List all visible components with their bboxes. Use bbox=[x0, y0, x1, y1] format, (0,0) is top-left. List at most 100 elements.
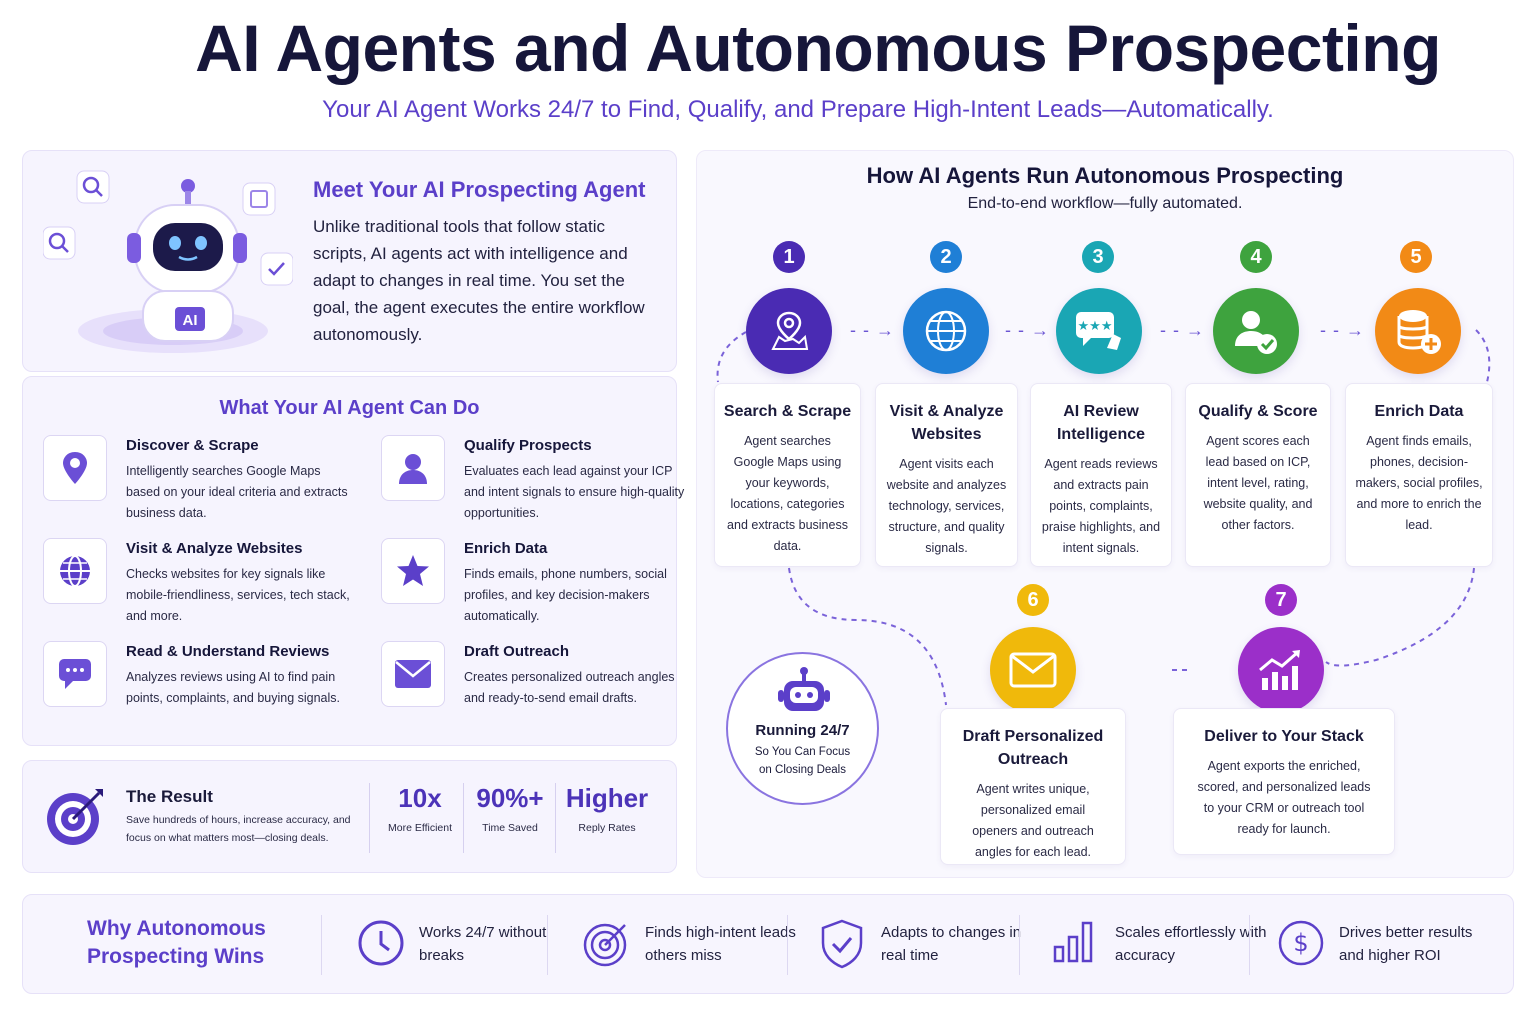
step-desc: Agent finds emails, phones, decision-mak… bbox=[1355, 434, 1483, 532]
why-item-text: Adapts to changes in real time bbox=[881, 924, 1022, 964]
divider bbox=[787, 915, 788, 975]
why-item-high-intent: Finds high-intent leads others miss bbox=[583, 917, 796, 973]
map-pin-icon bbox=[746, 288, 832, 374]
divider bbox=[369, 783, 370, 853]
feature-qualify: Qualify Prospects Evaluates each lead ag… bbox=[381, 435, 684, 525]
step-title: AI Review Intelligence bbox=[1056, 403, 1146, 443]
step-number: 4 bbox=[1240, 241, 1272, 273]
workflow-title: How AI Agents Run Autonomous Prospecting bbox=[866, 163, 1344, 188]
page-title: AI Agents and Autonomous Prospecting bbox=[195, 11, 1441, 85]
feature-title: Draft Outreach bbox=[464, 643, 570, 660]
step-title: Visit & Analyze Websites bbox=[889, 403, 1004, 443]
capabilities-title: What Your AI Agent Can Do bbox=[219, 397, 480, 419]
why-item-text: Drives better results and higher ROI bbox=[1339, 924, 1473, 964]
running-badge: Running 24/7 So You Can Focus on Closing… bbox=[726, 652, 879, 805]
feature-title: Enrich Data bbox=[464, 540, 548, 557]
dollar-icon: $ bbox=[1277, 919, 1325, 972]
step-desc: Agent visits each website and analyzes t… bbox=[886, 457, 1007, 555]
step-card-2: Visit & Analyze Websites Agent visits ea… bbox=[875, 383, 1018, 567]
step-card-4: Qualify & Score Agent scores each lead b… bbox=[1185, 383, 1331, 567]
feature-desc: Evaluates each lead against your ICP and… bbox=[464, 464, 685, 520]
clock-icon bbox=[357, 919, 405, 972]
step-number: 7 bbox=[1265, 584, 1297, 616]
meet-body: Unlike traditional tools that follow sta… bbox=[313, 217, 645, 344]
step-desc: Agent writes unique, personalized email … bbox=[972, 782, 1094, 859]
svg-text:$: $ bbox=[1293, 929, 1308, 957]
stat-label: More Efficient bbox=[388, 822, 452, 834]
flow-arrow: - - → bbox=[850, 320, 895, 340]
step-title: Draft Personalized Outreach bbox=[962, 728, 1104, 768]
target-icon bbox=[583, 919, 631, 972]
feature-desc: Intelligently searches Google Maps based… bbox=[126, 464, 348, 520]
robot-icon bbox=[778, 667, 830, 711]
stat-label: Reply Rates bbox=[578, 822, 636, 834]
step-card-5: Enrich Data Agent finds emails, phones, … bbox=[1345, 383, 1493, 567]
svg-text:★★★: ★★★ bbox=[1078, 319, 1113, 334]
feature-visit: Visit & Analyze Websites Checks websites… bbox=[43, 538, 350, 628]
step-desc: Agent reads reviews and extracts pain po… bbox=[1041, 457, 1161, 555]
why-title: Why Autonomous Prospecting Wins bbox=[87, 917, 266, 968]
why-item-scales: Scales effortlessly with accuracy bbox=[1053, 917, 1266, 973]
divider bbox=[463, 783, 464, 853]
step-number: 2 bbox=[930, 241, 962, 273]
why-item-roi: $ Drives better results and higher ROI bbox=[1277, 917, 1497, 973]
feature-outreach: Draft Outreach Creates personalized outr… bbox=[381, 641, 681, 731]
step-title: Enrich Data bbox=[1374, 403, 1464, 420]
step-number: 1 bbox=[773, 241, 805, 273]
globe-icon bbox=[43, 538, 107, 604]
robot-illustration: AI bbox=[42, 161, 294, 361]
workflow-connectors bbox=[716, 329, 1491, 706]
page-subtitle: Your AI Agent Works 24/7 to Find, Qualif… bbox=[322, 96, 1274, 123]
flow-arrow: - - → bbox=[1320, 320, 1365, 340]
meet-agent-card: AI Meet Your AI Prospecting Agent Unlike… bbox=[22, 150, 677, 372]
step-number: 5 bbox=[1400, 241, 1432, 273]
target-icon bbox=[45, 785, 107, 852]
growth-chart-icon bbox=[1238, 627, 1324, 713]
globe-icon bbox=[903, 288, 989, 374]
running-desc: So You Can Focus on Closing Deals bbox=[754, 746, 851, 776]
user-icon bbox=[381, 435, 445, 501]
feature-title: Qualify Prospects bbox=[464, 437, 592, 454]
divider bbox=[1249, 915, 1250, 975]
why-item-text: Scales effortlessly with accuracy bbox=[1115, 924, 1267, 964]
stat-value: 10x bbox=[398, 783, 442, 813]
step-number: 3 bbox=[1082, 241, 1114, 273]
shield-check-icon bbox=[819, 919, 865, 974]
feature-title: Read & Understand Reviews bbox=[126, 643, 330, 660]
divider bbox=[1019, 915, 1020, 975]
result-card: The Result Save hundreds of hours, incre… bbox=[22, 760, 677, 873]
divider bbox=[547, 915, 548, 975]
stat-value: Higher bbox=[565, 783, 649, 813]
stat-reply-rates: Higher Reply Rates bbox=[559, 783, 655, 834]
step-card-6: Draft Personalized Outreach Agent writes… bbox=[940, 708, 1126, 865]
step-desc: Agent searches Google Maps using your ke… bbox=[727, 434, 848, 553]
stat-efficiency: 10x More Efficient bbox=[379, 783, 461, 834]
feature-desc: Finds emails, phone numbers, social prof… bbox=[464, 567, 667, 623]
feature-enrich: Enrich Data Finds emails, phone numbers,… bbox=[381, 538, 681, 628]
robot-badge: AI bbox=[183, 312, 198, 329]
divider bbox=[321, 915, 322, 975]
stat-time-saved: 90%+ Time Saved bbox=[469, 783, 551, 834]
user-check-icon bbox=[1213, 288, 1299, 374]
running-title: Running 24/7 bbox=[755, 722, 850, 739]
stat-label: Time Saved bbox=[482, 822, 538, 834]
step-title: Qualify & Score bbox=[1198, 403, 1318, 420]
why-item-24-7: Works 24/7 without breaks bbox=[357, 917, 557, 973]
why-bar: Why Autonomous Prospecting Wins Works 24… bbox=[22, 894, 1514, 994]
divider bbox=[555, 783, 556, 853]
workflow-subtitle: End-to-end workflow—fully automated. bbox=[967, 195, 1243, 212]
envelope-icon bbox=[990, 627, 1076, 713]
feature-desc: Creates personalized outreach angles and… bbox=[464, 670, 675, 705]
flow-arrow: - - → bbox=[1160, 320, 1205, 340]
star-icon bbox=[381, 538, 445, 604]
step-number: 6 bbox=[1017, 584, 1049, 616]
feature-title: Discover & Scrape bbox=[126, 437, 259, 454]
why-item-text: Works 24/7 without breaks bbox=[419, 924, 547, 964]
stat-value: 90%+ bbox=[476, 783, 544, 813]
step-desc: Agent exports the enriched, scored, and … bbox=[1197, 759, 1371, 836]
bar-chart-icon bbox=[1053, 919, 1095, 968]
feature-discover: Discover & Scrape Intelligently searches… bbox=[43, 435, 348, 525]
step-title: Deliver to Your Stack bbox=[1204, 728, 1364, 745]
step-desc: Agent scores each lead based on ICP, int… bbox=[1203, 434, 1313, 532]
feature-reviews: Read & Understand Reviews Analyzes revie… bbox=[43, 641, 343, 731]
